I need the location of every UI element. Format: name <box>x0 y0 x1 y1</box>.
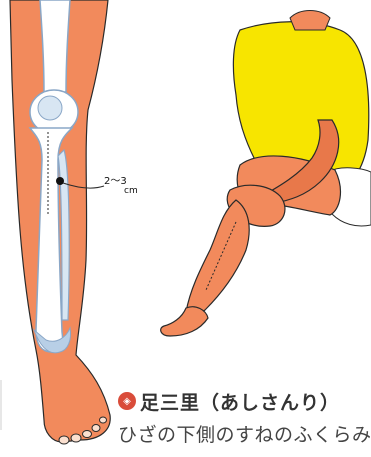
foot <box>161 307 208 336</box>
lower-leg <box>186 200 249 316</box>
femur-bone <box>40 0 70 92</box>
leg-anatomy-figure <box>10 0 110 444</box>
acupoint-description: ひざの下側のすねのふくらみ <box>118 420 371 447</box>
acupoint-title: 足三里（あしさんり） <box>140 388 340 414</box>
measurement-unit: cm <box>124 186 138 196</box>
acupoint-badge-icon: ◈ <box>118 392 136 410</box>
acupoint-title-row: ◈ 足三里（あしさんり） <box>118 388 371 414</box>
seated-person-figure <box>161 11 371 337</box>
measurement-number: 2～3 <box>104 172 127 187</box>
acupoint-marker <box>56 177 64 185</box>
neck <box>290 11 330 31</box>
